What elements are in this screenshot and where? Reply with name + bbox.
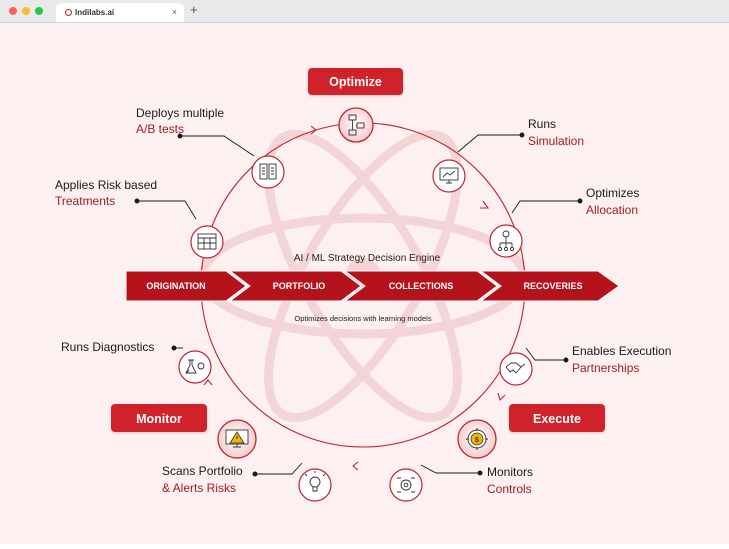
step-label-line2: Treatments [55, 194, 115, 208]
calendar-grid-icon [197, 233, 217, 250]
step-label-line1: Runs Diagnostics [61, 340, 154, 354]
browser-toolbar: Indilabs.ai × + [0, 0, 729, 23]
step-labels: Deploys multiple A/B tests Runs Simulati… [55, 106, 671, 496]
monitor-chart-icon [439, 167, 459, 184]
step-label-line1: Runs [528, 117, 556, 131]
stage-collections [343, 270, 498, 302]
flowchart-icon [348, 114, 365, 136]
tab-title: Indilabs.ai [75, 8, 115, 17]
step-label-line2: Controls [487, 482, 532, 496]
engine-caption: Optimizes decisions with learning models [294, 314, 431, 323]
arrow-chevron [352, 461, 359, 471]
close-tab-icon[interactable]: × [171, 7, 177, 17]
stage-label: PORTFOLIO [273, 281, 326, 291]
optimize-node [338, 107, 374, 143]
svg-text:$: $ [475, 437, 479, 444]
minimize-window-button[interactable] [22, 7, 30, 15]
ab-tests-node [251, 155, 285, 189]
optimize-label: Optimize [329, 75, 382, 89]
controls-node [389, 468, 423, 502]
monitor-node [217, 419, 257, 459]
treatments-node [190, 225, 224, 259]
stage-band: ORIGINATION PORTFOLIO COLLECTIONS RECOVE… [125, 270, 620, 302]
stage-label: RECOVERIES [523, 281, 582, 291]
monitor-badge: Monitor [111, 404, 207, 432]
stage-portfolio [228, 270, 362, 302]
leader-lines [134, 132, 583, 477]
step-nodes: $ [178, 107, 533, 502]
arrow-chevron [203, 379, 213, 386]
step-label-line2: Allocation [586, 203, 638, 217]
lab-flask-icon [185, 359, 205, 374]
step-label-line1: Deploys multiple [136, 106, 224, 120]
step-label-line2: & Alerts Risks [162, 481, 236, 495]
maximize-window-button[interactable] [35, 7, 43, 15]
execute-badge: Execute [509, 404, 605, 432]
arrow-chevron [497, 392, 506, 402]
close-window-button[interactable] [9, 7, 17, 15]
step-label-line2: Partnerships [572, 361, 639, 375]
monitor-label: Monitor [136, 412, 182, 426]
direction-arrows [203, 125, 506, 471]
page-canvas: $ ORIGINATION PORTFOLIO COLLECTIONS RECO… [0, 23, 729, 544]
stage-label: COLLECTIONS [389, 281, 454, 291]
step-label-line1: Applies Risk based [55, 178, 157, 192]
decision-cycle-diagram: $ ORIGINATION PORTFOLIO COLLECTIONS RECO… [55, 68, 671, 502]
scans-portfolio-node [298, 468, 332, 502]
execute-label: Execute [533, 412, 581, 426]
optimize-badge: Optimize [308, 68, 403, 95]
handshake-icon [505, 362, 526, 374]
diagnostics-node [178, 350, 212, 384]
dollar-target-icon: $ [466, 428, 488, 450]
new-tab-button[interactable]: + [190, 2, 198, 17]
control-settings-icon [397, 477, 415, 493]
stage-recoveries [479, 270, 620, 302]
step-label-line1: Optimizes [586, 186, 639, 200]
favicon-icon [65, 9, 72, 16]
step-label-line1: Scans Portfolio [162, 464, 243, 478]
stage-origination [125, 270, 247, 302]
stage-label: ORIGINATION [146, 281, 205, 291]
partnerships-node [499, 352, 533, 386]
lightbulb-icon [304, 471, 326, 492]
step-label-line1: Enables Execution [572, 344, 671, 358]
allocation-tree-icon [497, 230, 515, 252]
ab-test-icon [259, 163, 277, 180]
engine-title: AI / ML Strategy Decision Engine [294, 253, 441, 264]
step-label-line1: Monitors [487, 465, 533, 479]
arrow-chevron [310, 125, 317, 135]
step-label-line2: A/B tests [136, 122, 184, 136]
simulation-node [432, 159, 466, 193]
step-label-line2: Simulation [528, 134, 584, 148]
allocation-node [489, 224, 523, 258]
arrow-chevron [480, 200, 490, 209]
execute-node: $ [457, 419, 497, 459]
browser-tab[interactable]: Indilabs.ai × [56, 3, 184, 22]
warning-screen-icon [225, 429, 249, 448]
